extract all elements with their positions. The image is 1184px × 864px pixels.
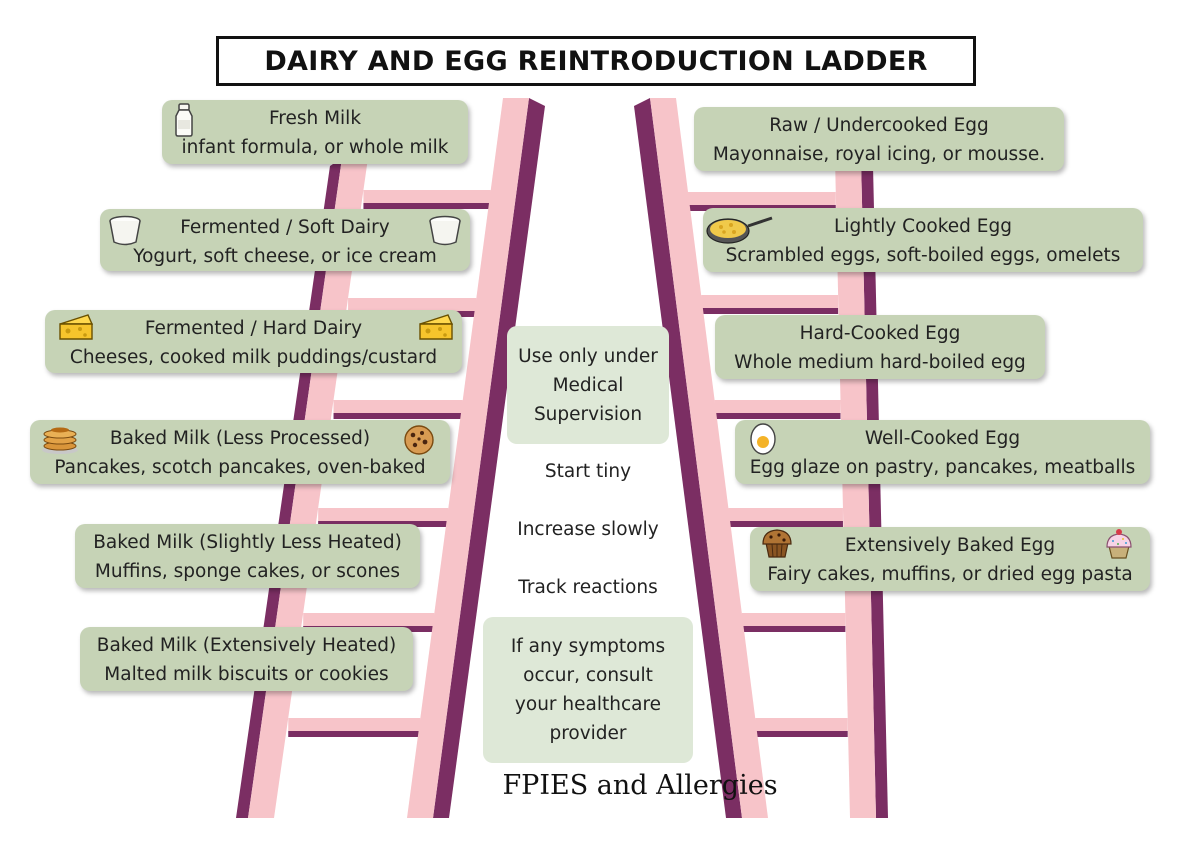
ladder-rail-side: [634, 98, 742, 818]
egg-step-raw-undercooked: Raw / Undercooked Egg Mayonnaise, royal …: [694, 107, 1064, 171]
step-description: Cheeses, cooked milk puddings/custard: [69, 347, 438, 368]
brand-name: FPIES and Allergies: [502, 770, 778, 801]
egg-step-lightly-cooked: Lightly Cooked Egg Scrambled eggs, soft-…: [703, 208, 1143, 272]
ladder-rung-shadow: [741, 626, 846, 632]
step-description: Mayonnaise, royal icing, or mousse.: [712, 144, 1046, 165]
ladder-rung: [363, 190, 491, 203]
ladder-rung: [741, 613, 846, 626]
increase-slowly-text: Increase slowly: [517, 519, 659, 540]
step-description: Fairy cakes, muffins, or dried egg pasta: [767, 564, 1133, 585]
supervision-line-2: Medical: [552, 374, 624, 396]
ladder-rung: [333, 400, 463, 413]
ladder-rung-shadow: [728, 521, 843, 527]
muffin-icon: [762, 529, 792, 558]
scrambled-egg-pan-icon: [706, 216, 773, 244]
dairy-step-fresh-milk: Fresh Milk infant formula, or whole milk: [162, 100, 468, 164]
ladder-rung: [303, 613, 435, 626]
pancake-stack-icon: [42, 427, 78, 454]
step-title: Fermented / Soft Dairy: [180, 217, 390, 238]
dairy-step-baked-less-processed: Baked Milk (Less Processed) Pancakes, sc…: [30, 420, 450, 484]
title-box: DAIRY AND EGG REINTRODUCTION LADDER: [216, 36, 976, 86]
ladder-rung-shadow: [701, 308, 839, 314]
dairy-step-fermented-soft: Fermented / Soft Dairy Yogurt, soft chee…: [100, 209, 470, 271]
ladder-rung: [728, 508, 843, 521]
symptoms-line-3: your healthcare: [514, 694, 662, 715]
supervision-line-3: Supervision: [533, 403, 643, 425]
ladder-rung-shadow: [714, 413, 841, 419]
cheese-wedge-icon: [59, 314, 94, 340]
step-description: Egg glaze on pastry, pancakes, meatballs: [749, 457, 1136, 478]
dairy-step-baked-slightly-less-heated: Baked Milk (Slightly Less Heated) Muffin…: [75, 524, 420, 588]
step-title: Well-Cooked Egg: [864, 428, 1021, 449]
symptoms-line-2: occur, consult: [523, 665, 653, 686]
dairy-step-baked-extensively-heated: Baked Milk (Extensively Heated) Malted m…: [80, 627, 413, 691]
medical-supervision-box: Use only under Medical Supervision: [507, 326, 669, 444]
ladder-rung-shadow: [288, 731, 421, 737]
step-title: Baked Milk (Extensively Heated): [96, 635, 397, 656]
start-tiny-text: Start tiny: [544, 461, 632, 482]
egg-step-well-cooked: Well-Cooked Egg Egg glaze on pastry, pan…: [735, 420, 1150, 484]
milk-bottle-icon: [175, 103, 193, 137]
symptoms-line-1: If any symptoms: [510, 636, 666, 657]
ladder-rung: [288, 718, 421, 731]
step-title: Baked Milk (Less Processed): [109, 428, 371, 449]
page-title: DAIRY AND EGG REINTRODUCTION LADDER: [264, 45, 928, 77]
ladder-rail: [650, 98, 768, 818]
cheese-wedge-icon: [419, 314, 454, 340]
ladder-rung: [348, 298, 477, 311]
egg-step-hard-cooked: Hard-Cooked Egg Whole medium hard-boiled…: [715, 315, 1045, 379]
supervision-line-1: Use only under: [518, 345, 658, 367]
ladder-rail: [407, 98, 529, 818]
ladder-rung-shadow: [363, 203, 491, 209]
boiled-egg-icon: [750, 423, 776, 455]
step-title: Baked Milk (Slightly Less Heated): [93, 532, 402, 553]
ladder-rung: [318, 508, 449, 521]
step-title: Extensively Baked Egg: [844, 535, 1056, 556]
step-description: Yogurt, soft cheese, or ice cream: [133, 246, 437, 267]
step-description: Malted milk biscuits or cookies: [104, 664, 389, 685]
step-description: Muffins, sponge cakes, or scones: [94, 561, 401, 582]
step-description: Whole medium hard-boiled egg: [734, 352, 1026, 373]
yogurt-cup-icon: [109, 215, 141, 246]
step-description: Scrambled eggs, soft-boiled eggs, omelet…: [725, 245, 1121, 266]
ladder-rung: [714, 400, 841, 413]
step-description: Pancakes, scotch pancakes, oven-baked: [54, 457, 426, 478]
ladder-rung: [688, 192, 836, 205]
symptoms-line-4: provider: [549, 723, 627, 744]
step-description: infant formula, or whole milk: [181, 137, 449, 158]
track-reactions-text: Track reactions: [518, 577, 658, 598]
fairy-cake-icon: [1106, 529, 1132, 559]
yogurt-cup-icon: [429, 215, 461, 246]
ladder-rail-side: [433, 98, 545, 818]
step-title: Hard-Cooked Egg: [799, 323, 961, 344]
ladder-rung-shadow: [755, 731, 848, 737]
ladder-rung: [755, 718, 848, 731]
egg-step-extensively-baked: Extensively Baked Egg Fairy cakes, muffi…: [750, 527, 1150, 591]
ladder-rung: [701, 295, 839, 308]
ladder-rung-shadow: [333, 413, 463, 419]
cookie-icon: [404, 425, 434, 455]
step-title: Fermented / Hard Dairy: [144, 318, 363, 339]
step-title: Lightly Cooked Egg: [834, 216, 1012, 237]
step-title: Raw / Undercooked Egg: [769, 115, 989, 136]
symptoms-warning-box: If any symptoms occur, consult your heal…: [483, 617, 693, 763]
dairy-step-fermented-hard: Fermented / Hard Dairy Cheeses, cooked m…: [45, 310, 462, 373]
step-title: Fresh Milk: [268, 108, 362, 129]
